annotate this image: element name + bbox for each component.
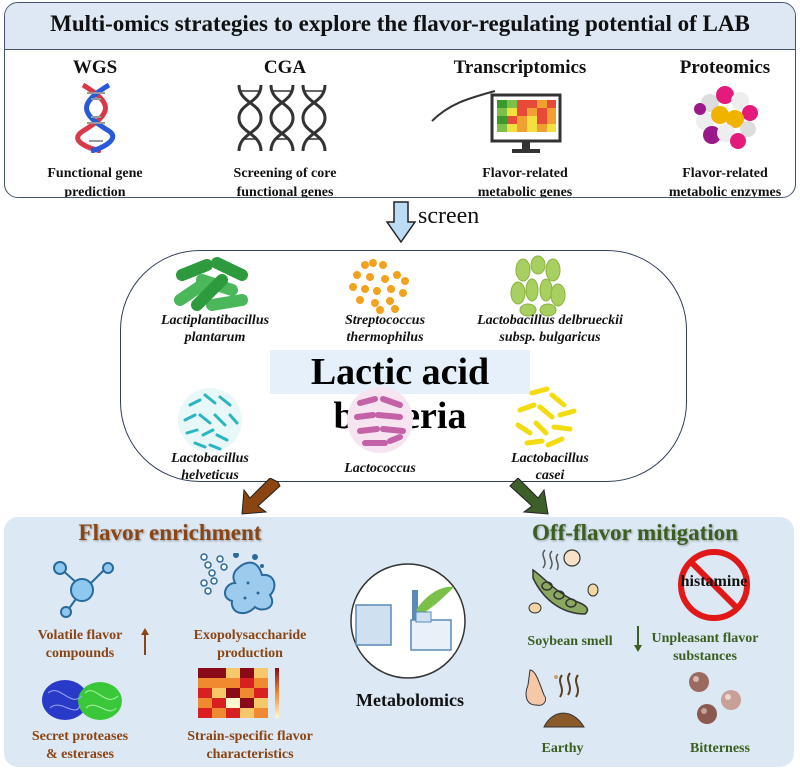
heatmap-icon — [198, 668, 279, 718]
desc-line: Flavor-related — [482, 166, 568, 181]
item-exopolysaccharide: Exopolysaccharide production — [180, 627, 320, 663]
panel-header — [5, 3, 795, 50]
desc-line: metabolic enzymes — [668, 185, 782, 198]
species-label: Lactobacillus helveticus — [150, 450, 270, 484]
species-name: Lactobacillus — [511, 451, 589, 466]
species-name: helveticus — [181, 468, 239, 483]
technique-title-transcriptomics: Transcriptomics — [453, 57, 587, 78]
rod-bacteria-yellow-icon — [515, 386, 577, 448]
species-name: Lactobacillus — [171, 451, 249, 466]
panel-title: Multi-omics strategies to explore the fl… — [50, 11, 750, 36]
species-label: Lactiplantibacillus plantarum — [135, 312, 295, 346]
rod-bacteria-green-icon — [174, 257, 248, 311]
histamine-label: histamine — [680, 573, 748, 590]
item-line: production — [217, 646, 283, 661]
molecule-icon — [53, 561, 114, 618]
prohibited-sign-icon — [678, 549, 750, 621]
item-bitterness: Bitterness — [690, 741, 750, 756]
rod-bacteria-pink-icon — [347, 387, 413, 453]
desc-line: Functional gene — [47, 166, 143, 181]
soybean-smell-icon — [528, 549, 599, 615]
desc-line: functional genes — [236, 185, 334, 198]
species-label: Lactococcus — [325, 460, 435, 477]
triple-dna-icon — [237, 84, 327, 152]
desc-line: metabolic genes — [477, 185, 573, 198]
enzyme-structure-icon — [42, 680, 122, 720]
species-name: Lactobacillus delbrueckii — [477, 313, 623, 328]
item-line: characteristics — [206, 747, 294, 762]
item-soybean-smell: Soybean smell — [527, 634, 613, 649]
technique-title-wgs: WGS — [72, 57, 118, 78]
metabolomics-instrument-icon — [350, 563, 466, 679]
item-strain-specific: Strain-specific flavor characteristics — [165, 728, 335, 764]
technique-desc-proteomics: Flavor-related metabolic enzymes — [650, 164, 795, 198]
item-line: substances — [673, 649, 737, 664]
item-line: Unpleasant flavor — [651, 631, 759, 646]
increase-arrow-icon — [141, 628, 149, 655]
species-name: Lactococcus — [344, 461, 416, 476]
multi-omics-panel: Multi-omics strategies to explore the fl… — [4, 2, 796, 198]
technique-title-cga: CGA — [263, 57, 307, 78]
technique-title-proteomics: Proteomics — [679, 57, 771, 78]
flavor-enrichment-title: Flavor enrichment — [78, 520, 262, 545]
exopolysaccharide-icon — [200, 553, 276, 615]
item-line: Strain-specific flavor — [187, 729, 313, 744]
rod-bacteria-teal-icon — [178, 388, 242, 452]
protein-structure-icon — [694, 86, 758, 149]
desc-line: prediction — [64, 185, 126, 198]
species-label: Lactobacillus delbrueckii subsp. bulgari… — [460, 312, 640, 346]
off-flavor-title: Off-flavor mitigation — [532, 520, 738, 545]
bitterness-spheres-icon — [689, 672, 741, 724]
species-name: plantarum — [184, 330, 246, 345]
species-name: Streptococcus — [344, 313, 426, 328]
item-line: compounds — [45, 646, 115, 661]
screen-label: screen — [418, 203, 480, 229]
cocci-orange-icon — [349, 259, 409, 314]
technique-desc-cga: Screening of core functional genes — [200, 164, 370, 198]
rod-bacteria-lightgreen-icon — [510, 255, 566, 317]
earthy-smell-icon — [525, 669, 585, 728]
species-label: Streptococcus thermophilus — [315, 312, 455, 346]
species-label: Lactobacillus casei — [490, 450, 610, 484]
item-volatile-flavor: Volatile flavor compounds — [20, 627, 140, 663]
desc-line: Flavor-related — [682, 166, 768, 181]
item-line: Exopolysaccharide — [193, 628, 307, 643]
item-earthy: Earthy — [541, 741, 584, 756]
item-line: Volatile flavor — [37, 628, 123, 643]
screen-arrow-icon — [386, 201, 416, 244]
item-line: Secret proteases — [31, 729, 129, 744]
metabolomics-label: Metabolomics — [356, 690, 464, 710]
species-name: subsp. bulgaricus — [499, 330, 601, 345]
species-name: casei — [535, 468, 565, 483]
item-unpleasant-flavor: Unpleasant flavor substances — [645, 630, 765, 666]
technique-desc-wgs: Functional gene prediction — [20, 164, 170, 198]
arrow-to-off-flavor-icon — [509, 478, 549, 515]
technique-desc-transcriptomics: Flavor-related metabolic genes — [450, 164, 600, 198]
item-proteases: Secret proteases & esterases — [20, 728, 140, 764]
arrow-to-flavor-enrichment-icon — [241, 478, 281, 515]
decrease-arrow-icon — [634, 626, 642, 652]
species-name: thermophilus — [346, 330, 424, 345]
rna-heatmap-monitor-icon — [431, 90, 562, 153]
item-line: & esterases — [45, 747, 115, 762]
dna-helix-icon — [75, 83, 116, 153]
desc-line: Screening of core — [233, 166, 337, 181]
species-name: Lactiplantibacillus — [160, 313, 270, 328]
